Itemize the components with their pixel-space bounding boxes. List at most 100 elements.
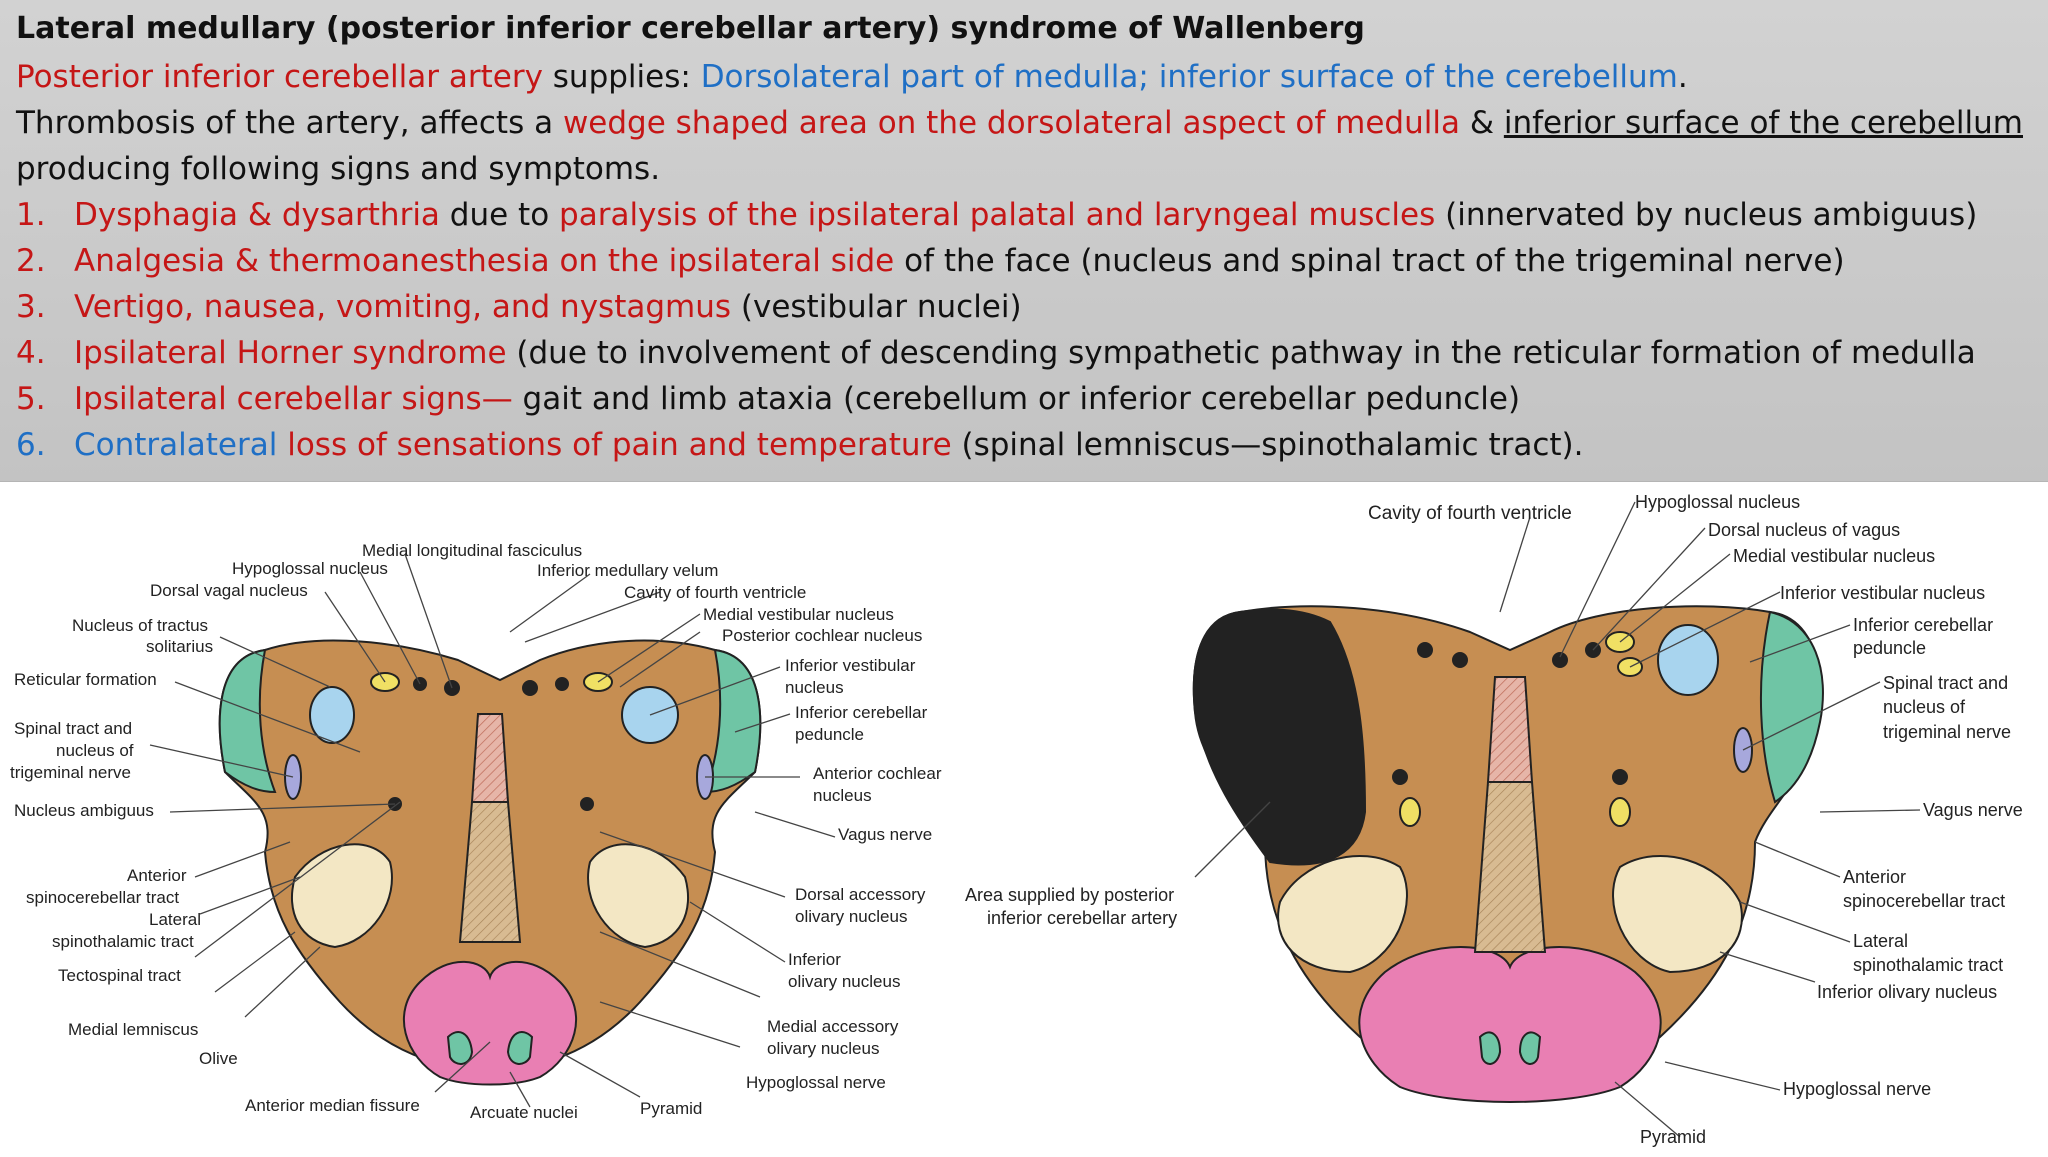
symptom-item-4: 4.Ipsilateral Horner syndrome (due to in…: [16, 335, 1976, 371]
rlabel-anterior-spinocerebellar-2: spinocerebellar tract: [1843, 891, 2005, 911]
right-olive-nucleus-left: [1277, 854, 1408, 974]
label-tractus-solitarius-2: solitarius: [146, 637, 213, 656]
rlabel-lateral-spinothalamic-2: spinothalamic tract: [1853, 955, 2003, 975]
label-inferior-cerebellar-2: peduncle: [795, 725, 864, 744]
label-vagus-nerve: Vagus nerve: [838, 825, 932, 844]
right-pyramid: [1358, 946, 1662, 1103]
label-pyramid: Pyramid: [640, 1099, 702, 1118]
label-reticular-formation: Reticular formation: [14, 670, 157, 689]
right-leader-lines: [1194, 501, 1921, 1138]
right-labels: Cavity of fourth ventricle Hypoglossal n…: [965, 492, 2023, 1147]
symptom-item-3: 3.Vertigo, nausea, vomiting, and nystagm…: [16, 289, 1022, 325]
right-dot-1: [1417, 642, 1433, 658]
rlabel-inferior-vestibular-nucleus: Inferior vestibular nucleus: [1780, 583, 1985, 603]
symptom-item-5: 5.Ipsilateral cerebellar signs— gait and…: [16, 381, 1521, 417]
label-spinal-tract-1: Spinal tract and: [14, 719, 132, 738]
label-hypoglossal-nucleus: Hypoglossal nucleus: [232, 559, 388, 578]
label-hypoglossal-nerve: Hypoglossal nerve: [746, 1073, 886, 1092]
label-medial-vestibular-nucleus: Medial vestibular nucleus: [703, 605, 894, 624]
right-blue-nucleus: [1657, 624, 1719, 696]
rlabel-pyramid: Pyramid: [1640, 1127, 1706, 1147]
label-anterior-spinocerebellar-1: Anterior: [127, 866, 187, 885]
rlabel-anterior-spinocerebellar-1: Anterior: [1843, 867, 1906, 887]
right-dot-5: [1392, 769, 1408, 785]
right-medulla-section: [1192, 605, 1824, 1103]
label-medial-longitudinal-fasciculus: Medial longitudinal fasciculus: [362, 541, 582, 560]
label-lateral-spinothalamic-1: Lateral: [149, 910, 201, 929]
right-midline-hatch-lower: [1473, 781, 1547, 953]
right-green-olive-left: [1478, 1031, 1502, 1065]
header-panel: Lateral medullary (posterior inferior ce…: [0, 0, 2048, 482]
rlabel-inferior-olivary-nucleus: Inferior olivary nucleus: [1817, 982, 1997, 1002]
label-anterior-cochlear-1: Anterior cochlear: [813, 764, 942, 783]
thrombosis-line: Thrombosis of the artery, affects a wedg…: [16, 105, 2023, 141]
slide-title: Lateral medullary (posterior inferior ce…: [16, 11, 1365, 46]
label-inferior-medullary-velum: Inferior medullary velum: [537, 561, 718, 580]
left-green-region-left: [218, 648, 277, 794]
left-midline-hatch-upper: [470, 713, 510, 803]
label-dorsal-vagal-nucleus: Dorsal vagal nucleus: [150, 581, 308, 600]
left-green-olive-right: [506, 1031, 534, 1065]
rlabel-cavity-fourth-ventricle: Cavity of fourth ventricle: [1368, 503, 1572, 524]
symptom-item-1: 1.Dysphagia & dysarthria due to paralysi…: [16, 197, 1978, 233]
rlabel-spinal-tract-2: nucleus of: [1883, 697, 1966, 717]
diagram-area: Medial longitudinal fasciculus Hypogloss…: [0, 482, 2048, 1152]
label-anterior-spinocerebellar-2: spinocerebellar tract: [26, 888, 179, 907]
left-dot-6: [580, 797, 594, 811]
label-tractus-solitarius-1: Nucleus of tractus: [72, 616, 208, 635]
rlabel-inferior-cerebellar-1: Inferior cerebellar: [1853, 615, 1993, 635]
label-medial-accessory-2: olivary nucleus: [767, 1039, 879, 1058]
label-inferior-vestibular-1: Inferior vestibular: [785, 656, 916, 675]
rlabel-hypoglossal-nerve: Hypoglossal nerve: [1783, 1079, 1931, 1099]
right-green-region: [1759, 610, 1824, 804]
right-dot-6: [1612, 769, 1628, 785]
label-posterior-cochlear-nucleus: Posterior cochlear nucleus: [722, 626, 922, 645]
right-green-olive-right: [1518, 1031, 1542, 1065]
label-inferior-olivary-1: Inferior: [788, 950, 841, 969]
label-arcuate-nuclei: Arcuate nuclei: [470, 1103, 578, 1122]
left-dot-3: [522, 680, 538, 696]
label-medial-lemniscus: Medial lemniscus: [68, 1020, 198, 1039]
rlabel-dorsal-nucleus-vagus: Dorsal nucleus of vagus: [1708, 520, 1900, 540]
left-blue-nucleus-left: [309, 686, 355, 744]
label-anterior-cochlear-2: nucleus: [813, 786, 872, 805]
label-olive: Olive: [199, 1049, 238, 1068]
rlabel-medial-vestibular-nucleus: Medial vestibular nucleus: [1733, 546, 1935, 566]
label-lateral-spinothalamic-2: spinothalamic tract: [52, 932, 194, 951]
label-inferior-cerebellar-1: Inferior cerebellar: [795, 703, 928, 722]
rlabel-hypoglossal-nucleus: Hypoglossal nucleus: [1635, 492, 1800, 512]
medulla-diagrams: Medial longitudinal fasciculus Hypogloss…: [10, 492, 2023, 1147]
rlabel-spinal-tract-3: trigeminal nerve: [1883, 722, 2011, 742]
right-dot-2: [1452, 652, 1468, 668]
label-cavity-fourth-ventricle: Cavity of fourth ventricle: [624, 583, 806, 602]
left-labels: Medial longitudinal fasciculus Hypogloss…: [10, 541, 942, 1122]
right-dark-area: [1192, 608, 1367, 866]
right-yellow-4: [1609, 797, 1631, 827]
supply-line: Posterior inferior cerebellar artery sup…: [16, 59, 1688, 95]
label-nucleus-ambiguus: Nucleus ambiguus: [14, 801, 154, 820]
right-yellow-3: [1399, 797, 1421, 827]
symptom-item-2: 2.Analgesia & thermoanesthesia on the ip…: [16, 243, 1845, 279]
label-spinal-tract-2: nucleus of: [56, 741, 134, 760]
right-dot-3: [1552, 652, 1568, 668]
label-anterior-median-fissure: Anterior median fissure: [245, 1096, 420, 1115]
rlabel-inferior-cerebellar-2: peduncle: [1853, 638, 1926, 658]
producing-line: producing following signs and symptoms.: [16, 151, 661, 187]
left-pyramid: [403, 960, 577, 1086]
rlabel-vagus-nerve: Vagus nerve: [1923, 800, 2023, 820]
label-spinal-tract-3: trigeminal nerve: [10, 763, 131, 782]
label-medial-accessory-1: Medial accessory: [767, 1017, 899, 1036]
label-tectospinal-tract: Tectospinal tract: [58, 966, 181, 985]
right-midline-hatch-upper: [1486, 676, 1534, 783]
label-inferior-vestibular-2: nucleus: [785, 678, 844, 697]
label-inferior-olivary-2: olivary nucleus: [788, 972, 900, 991]
symptom-item-6: 6.Contralateral loss of sensations of pa…: [16, 427, 1584, 463]
rlabel-lateral-spinothalamic-1: Lateral: [1853, 931, 1908, 951]
left-green-region-right: [703, 648, 762, 794]
rlabel-area-supplied-2: inferior cerebellar artery: [987, 908, 1177, 928]
left-midline-hatch-lower: [458, 801, 522, 943]
left-medulla-section: [218, 639, 762, 1086]
left-leader-lines: [149, 553, 836, 1108]
rlabel-area-supplied-1: Area supplied by posterior: [965, 885, 1174, 905]
label-dorsal-accessory-2: olivary nucleus: [795, 907, 907, 926]
